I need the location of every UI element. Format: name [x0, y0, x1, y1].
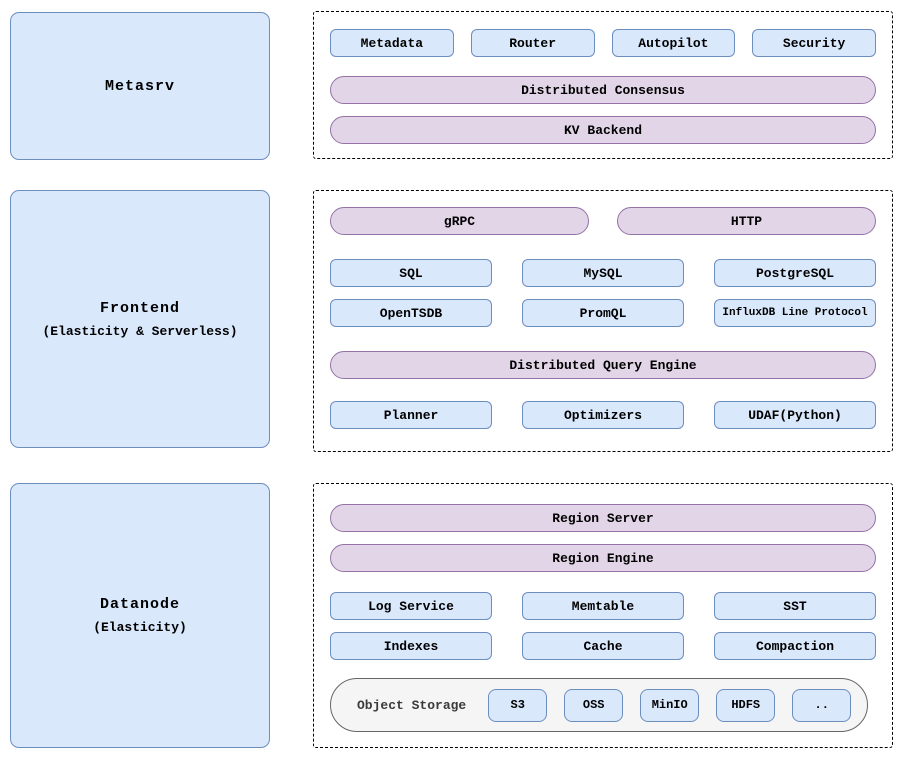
node-hdfs: HDFS — [716, 688, 776, 722]
frontend-components-panel: gRPC HTTP SQL MySQL PostgreSQL OpenTSDB … — [313, 190, 893, 452]
frontend-protocol-row-2: OpenTSDB PromQL InfluxDB Line Protocol — [330, 299, 876, 327]
frontend-rpc-row: gRPC HTTP — [330, 207, 876, 235]
metasrv-components-panel: Metadata Router Autopilot Security Distr… — [313, 11, 893, 159]
node-autopilot: Autopilot — [611, 29, 736, 57]
pill-http: HTTP — [617, 207, 876, 235]
node-router: Router — [470, 29, 595, 57]
node-promql: PromQL — [522, 299, 684, 327]
datanode-storage-row-2: Indexes Cache Compaction — [330, 632, 876, 660]
node-s3: S3 — [488, 688, 548, 722]
node-influxdb-line-protocol: InfluxDB Line Protocol — [714, 299, 876, 327]
frontend-protocol-row-1: SQL MySQL PostgreSQL — [330, 259, 876, 287]
node-opentsdb: OpenTSDB — [330, 299, 492, 327]
frontend-node: Frontend (Elasticity & Serverless) — [10, 190, 270, 448]
node-security: Security — [752, 29, 876, 57]
node-postgresql: PostgreSQL — [714, 259, 876, 287]
frontend-engine-row: Planner Optimizers UDAF(Python) — [330, 401, 876, 429]
node-memtable: Memtable — [522, 592, 684, 620]
node-oss: OSS — [564, 688, 624, 722]
node-minio: MinIO — [640, 688, 700, 722]
node-mysql: MySQL — [522, 259, 684, 287]
pill-kv-backend: KV Backend — [330, 116, 876, 144]
datanode-storage-row-1: Log Service Memtable SST — [330, 592, 876, 620]
node-log-service: Log Service — [330, 592, 492, 620]
datanode-subtitle: (Elasticity) — [93, 620, 187, 635]
node-indexes: Indexes — [330, 632, 492, 660]
object-storage-label: Object Storage — [357, 697, 467, 713]
metasrv-title: Metasrv — [104, 77, 175, 95]
object-storage-capsule: Object Storage S3 OSS MinIO HDFS .. — [330, 678, 868, 732]
metasrv-box-row: Metadata Router Autopilot Security — [330, 29, 876, 57]
node-other-storage: .. — [792, 688, 852, 722]
node-sst: SST — [714, 592, 876, 620]
frontend-subtitle: (Elasticity & Serverless) — [42, 323, 238, 339]
node-compaction: Compaction — [714, 632, 876, 660]
object-storage-options: S3 OSS MinIO HDFS .. — [488, 688, 852, 722]
pill-region-engine: Region Engine — [330, 544, 876, 572]
node-cache: Cache — [522, 632, 684, 660]
datanode-node: Datanode (Elasticity) — [10, 483, 270, 748]
pill-region-server: Region Server — [330, 504, 876, 532]
node-planner: Planner — [330, 401, 492, 429]
node-metadata: Metadata — [330, 29, 454, 57]
node-optimizers: Optimizers — [522, 401, 684, 429]
frontend-title: Frontend — [99, 299, 180, 317]
pill-distributed-query-engine: Distributed Query Engine — [330, 351, 876, 379]
datanode-components-panel: Region Server Region Engine Log Service … — [313, 483, 893, 748]
pill-distributed-consensus: Distributed Consensus — [330, 76, 876, 104]
metasrv-node: Metasrv — [10, 12, 270, 160]
node-udaf-python: UDAF(Python) — [714, 401, 876, 429]
datanode-title: Datanode — [99, 596, 180, 613]
node-sql: SQL — [330, 259, 492, 287]
pill-grpc: gRPC — [330, 207, 589, 235]
